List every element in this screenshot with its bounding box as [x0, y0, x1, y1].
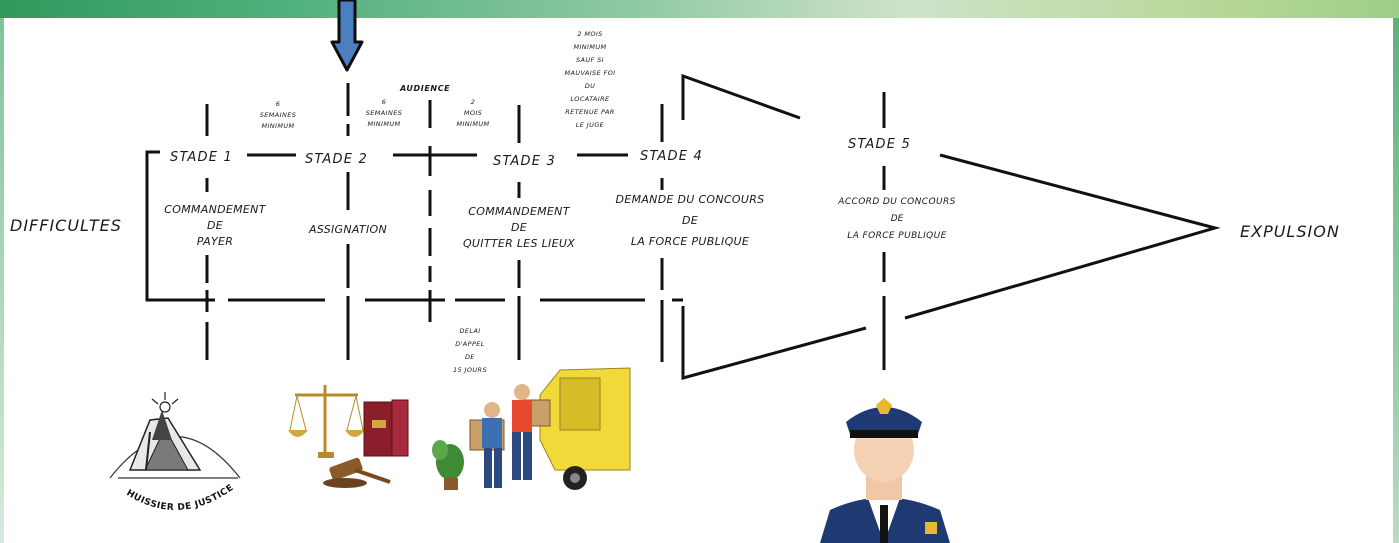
- delay-4-line: RETENUE PAR: [565, 108, 614, 116]
- stage-4-label: STADE 4: [640, 149, 703, 164]
- delay-3: 2 MOIS MINIMUM: [456, 98, 489, 128]
- justice-scales-icon: [288, 385, 409, 488]
- appeal-delay-line: DELAI: [459, 327, 480, 335]
- delay-1: 6 SEMAINES MINIMUM: [260, 100, 297, 130]
- delay-3-line: MOIS: [464, 109, 482, 117]
- right-decor-edge: [1393, 18, 1399, 543]
- stage-3-label: STADE 3: [493, 154, 556, 169]
- stage-5-action-line: ACCORD DU CONCOURS: [837, 197, 955, 207]
- stage-1-action-line: COMMANDEMENT: [164, 203, 266, 216]
- stage-3-action-line: DE: [511, 221, 527, 234]
- stage-2-action: ASSIGNATION: [308, 223, 387, 236]
- delay-3-line: MINIMUM: [456, 120, 489, 128]
- delay-4: 2 MOIS MINIMUM SAUF SI MAUVAISE FOI DU L…: [564, 30, 615, 129]
- stage-4-action-line: DEMANDE DU CONCOURS: [616, 193, 765, 206]
- funnel-arrow: [672, 73, 1221, 380]
- down-arrow-icon: [330, 0, 364, 72]
- delay-4-line: 2 MOIS: [577, 30, 602, 38]
- stage-3-action-line: QUITTER LES LIEUX: [463, 237, 575, 250]
- huissier-caption-text: HUISSIER DE JUSTICE: [125, 483, 236, 513]
- difficultes-label: DIFFICULTES: [10, 216, 122, 235]
- delay-2-line: 6: [382, 98, 387, 106]
- delay-3-line: 2: [471, 98, 476, 106]
- appeal-delay-line: 15 JOURS: [453, 366, 487, 374]
- stage-5-action-line: DE: [891, 214, 904, 224]
- stage-1-action-line: PAYER: [197, 235, 233, 248]
- delay-1-line: MINIMUM: [261, 122, 294, 130]
- movers-truck-icon: [432, 367, 631, 490]
- police-officer-icon: [820, 398, 950, 543]
- appeal-delay: DELAI D'APPEL DE 15 JOURS: [453, 327, 487, 374]
- stage-4-action-line: LA FORCE PUBLIQUE: [631, 235, 749, 248]
- start-bracket: [145, 150, 160, 302]
- delay-2: 6 SEMAINES MINIMUM: [366, 98, 403, 128]
- delay-2-line: SEMAINES: [366, 109, 403, 117]
- huissier-logo-icon: HUISSIER DE JUSTICE: [109, 392, 241, 513]
- delay-4-line: DU: [585, 82, 596, 90]
- stage-1-action-line: DE: [207, 219, 223, 232]
- stage-5-label: STADE 5: [848, 137, 911, 152]
- stage-5-action-line: LA FORCE PUBLIQUE: [847, 231, 946, 241]
- delay-4-line: MINIMUM: [573, 43, 606, 51]
- stage-2-action-line: ASSIGNATION: [308, 223, 387, 236]
- delay-1-line: 6: [276, 100, 281, 108]
- stage-2-label: STADE 2: [305, 152, 368, 167]
- stage-4-action: DEMANDE DU CONCOURS DE LA FORCE PUBLIQUE: [616, 193, 765, 248]
- stage-5-action: ACCORD DU CONCOURS DE LA FORCE PUBLIQUE: [837, 197, 955, 241]
- stage-1-label: STADE 1: [170, 150, 233, 165]
- delay-4-line: SAUF SI: [576, 56, 604, 64]
- huissier-caption: HUISSIER DE JUSTICE: [125, 483, 236, 513]
- stage-4-action-line: DE: [682, 214, 698, 227]
- delay-4-line: MAUVAISE FOI: [564, 69, 615, 77]
- appeal-delay-line: DE: [465, 353, 475, 361]
- stage-1-action: COMMANDEMENT DE PAYER: [164, 203, 266, 248]
- delay-1-line: SEMAINES: [260, 111, 297, 119]
- delay-2-line: MINIMUM: [367, 120, 400, 128]
- stage-3-action: COMMANDEMENT DE QUITTER LES LIEUX: [463, 205, 575, 250]
- stage-3-action-line: COMMANDEMENT: [468, 205, 570, 218]
- delay-4-line: LE JUGE: [576, 121, 605, 129]
- delay-4-line: LOCATAIRE: [570, 95, 610, 103]
- audience-label: AUDIENCE: [399, 84, 450, 93]
- expulsion-label: EXPULSION: [1240, 222, 1340, 241]
- appeal-delay-line: D'APPEL: [455, 340, 485, 348]
- left-decor-edge: [0, 18, 4, 543]
